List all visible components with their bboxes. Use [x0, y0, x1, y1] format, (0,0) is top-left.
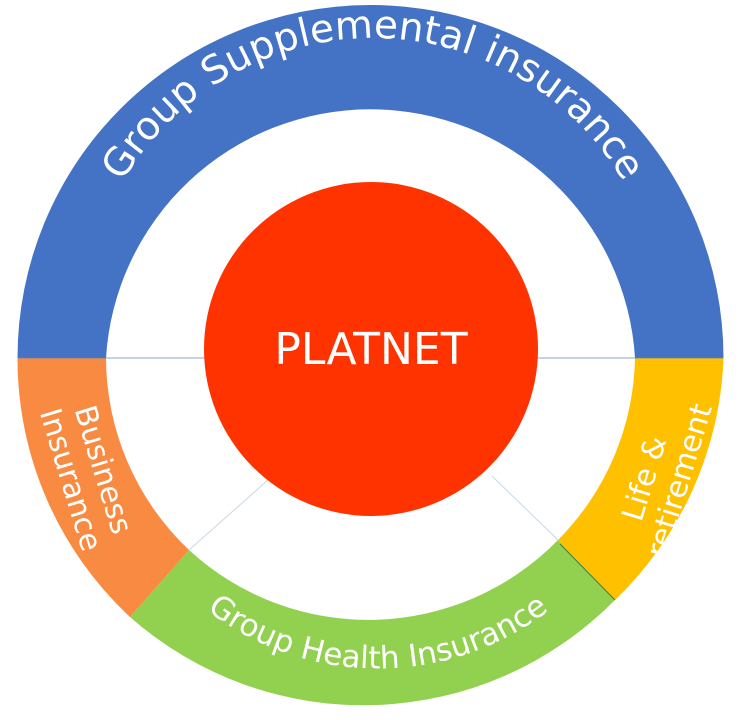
center-label: PLATNET: [274, 324, 467, 375]
segment-group-health: [130, 540, 615, 706]
segment-business-insurance: [17, 358, 189, 617]
segment-life-retirement: [558, 358, 724, 600]
segment-dividers-inner: [188, 475, 616, 601]
segment-group-supplemental: [17, 5, 724, 359]
center-circle: [204, 182, 538, 516]
